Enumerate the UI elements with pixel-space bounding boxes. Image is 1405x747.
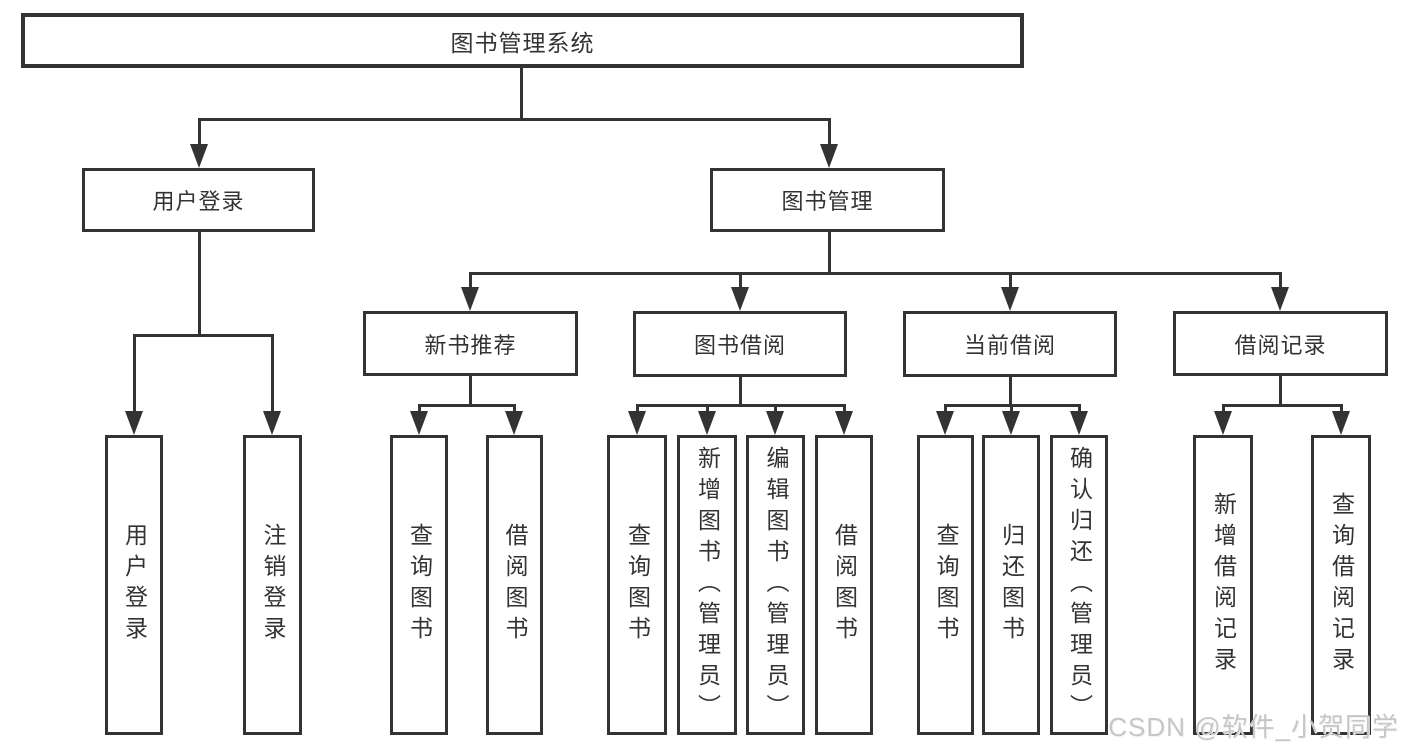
connector-arrowhead [1001, 287, 1019, 311]
connector-line [636, 404, 846, 407]
connector-arrowhead [1271, 287, 1289, 311]
leaf-borrow-borrow: 借阅图书 [815, 435, 873, 735]
connector-arrowhead [410, 411, 428, 435]
node-book-management: 图书管理 [710, 168, 945, 232]
connector-arrowhead [505, 411, 523, 435]
node-new-book-recommend: 新书推荐 [363, 311, 578, 376]
connector-arrowhead [1332, 411, 1350, 435]
node-user-login: 用户登录 [82, 168, 315, 232]
connector-line [944, 405, 947, 413]
leaf-borrow-edit-admin: 编辑图书（管理员） [746, 435, 805, 735]
connector-line [739, 376, 742, 407]
connector-line [520, 68, 523, 121]
connector-arrowhead [835, 411, 853, 435]
connector-line [198, 232, 201, 337]
connector-line [1340, 405, 1343, 413]
connector-line [198, 119, 201, 146]
leaf-current-confirm-admin: 确认归还（管理员） [1050, 435, 1108, 735]
connector-line [944, 404, 1081, 407]
connector-arrowhead [1002, 411, 1020, 435]
node-borrow-record: 借阅记录 [1173, 311, 1388, 376]
connector-line [843, 405, 846, 413]
leaf-newbook-borrow: 借阅图书 [486, 435, 543, 735]
connector-line [469, 272, 1282, 275]
connector-line [271, 335, 274, 413]
connector-line [706, 405, 709, 413]
connector-line [1010, 405, 1013, 413]
connector-line [1009, 376, 1012, 407]
connector-line [1009, 273, 1012, 289]
connector-arrowhead [125, 411, 143, 435]
node-book-borrow: 图书借阅 [633, 311, 847, 377]
connector-line [133, 334, 274, 337]
leaf-borrow-add-admin: 新增图书（管理员） [677, 435, 737, 735]
connector-arrowhead [263, 411, 281, 435]
connector-line [774, 405, 777, 413]
leaf-current-query: 查询图书 [917, 435, 974, 735]
connector-line [828, 119, 831, 146]
connector-arrowhead [766, 411, 784, 435]
connector-arrowhead [731, 287, 749, 311]
connector-line [1222, 404, 1343, 407]
connector-line [469, 273, 472, 289]
connector-arrowhead [461, 287, 479, 311]
connector-line [1078, 405, 1081, 413]
connector-line [198, 118, 831, 121]
connector-arrowhead [190, 144, 208, 168]
connector-arrowhead [698, 411, 716, 435]
leaf-newbook-query: 查询图书 [390, 435, 448, 735]
connector-line [636, 405, 639, 413]
leaf-current-return: 归还图书 [982, 435, 1040, 735]
connector-line [418, 405, 421, 413]
connector-arrowhead [936, 411, 954, 435]
connector-line [469, 375, 472, 407]
leaf-record-add: 新增借阅记录 [1193, 435, 1253, 735]
connector-arrowhead [628, 411, 646, 435]
connector-arrowhead [820, 144, 838, 168]
connector-arrowhead [1070, 411, 1088, 435]
leaf-user-login: 用户登录 [105, 435, 163, 735]
watermark: CSDN @软件_小贺同学 [1108, 712, 1399, 742]
node-root-system: 图书管理系统 [21, 13, 1024, 68]
connector-line [1279, 273, 1282, 289]
connector-line [828, 232, 831, 275]
connector-line [133, 335, 136, 413]
connector-line [418, 404, 516, 407]
connector-line [513, 405, 516, 413]
leaf-logout: 注销登录 [243, 435, 302, 735]
connector-line [1222, 405, 1225, 413]
connector-line [739, 273, 742, 289]
leaf-borrow-query: 查询图书 [607, 435, 667, 735]
leaf-record-query: 查询借阅记录 [1311, 435, 1371, 735]
connector-line [1279, 375, 1282, 407]
node-current-borrow: 当前借阅 [903, 311, 1117, 377]
connector-arrowhead [1214, 411, 1232, 435]
